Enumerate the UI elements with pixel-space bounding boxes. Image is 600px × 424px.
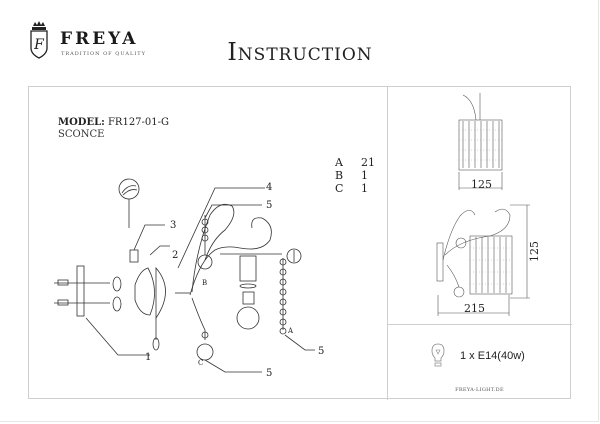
front-width-dimension: 125 — [471, 178, 492, 191]
brand-tagline: TRADITION OF QUALITY — [61, 51, 146, 57]
parts-row: A 21 — [335, 156, 375, 169]
part-key: C — [335, 182, 344, 195]
part-key: B — [335, 169, 344, 182]
model-label: MODEL: — [58, 117, 105, 128]
website-footer: FREYA-LIGHT.DE — [455, 387, 504, 393]
callout-5: 5 — [318, 346, 324, 357]
callout-2: 2 — [172, 250, 178, 261]
brand-logo: F FREYA TRADITION OF QUALITY — [28, 18, 158, 60]
label-b: B — [202, 279, 207, 287]
callout-4: 4 — [266, 182, 272, 193]
exploded-assembly-diagram: 1 2 3 4 5 5 5 A B C — [54, 178, 324, 379]
side-height-dimension: 125 — [528, 241, 541, 262]
horizontal-divider — [387, 324, 572, 325]
light-bulb-icon — [431, 343, 445, 367]
model-line: MODEL: FR127-01-G — [58, 117, 169, 128]
instruction-box — [28, 86, 571, 399]
callout-5: 5 — [266, 200, 272, 211]
part-qty: 21 — [361, 156, 375, 169]
label-c: C — [198, 359, 203, 367]
product-type: SCONCE — [58, 129, 105, 140]
part-qty: 1 — [361, 169, 368, 182]
side-depth-dimension: 215 — [464, 302, 485, 315]
crest-icon: F — [30, 21, 48, 59]
callout-3: 3 — [170, 220, 176, 231]
label-a: A — [287, 327, 294, 335]
bulb-specification: 1 x E14(40w) — [460, 350, 525, 362]
page-title: Instruction — [227, 38, 373, 66]
model-value: FR127-01-G — [107, 117, 170, 128]
part-key: A — [335, 156, 343, 169]
brand-name: FREYA — [60, 29, 139, 49]
part-qty: 1 — [361, 182, 368, 195]
callout-5: 5 — [266, 368, 272, 379]
svg-text:F: F — [33, 37, 45, 53]
callout-1: 1 — [145, 352, 151, 363]
vertical-divider — [387, 86, 388, 400]
